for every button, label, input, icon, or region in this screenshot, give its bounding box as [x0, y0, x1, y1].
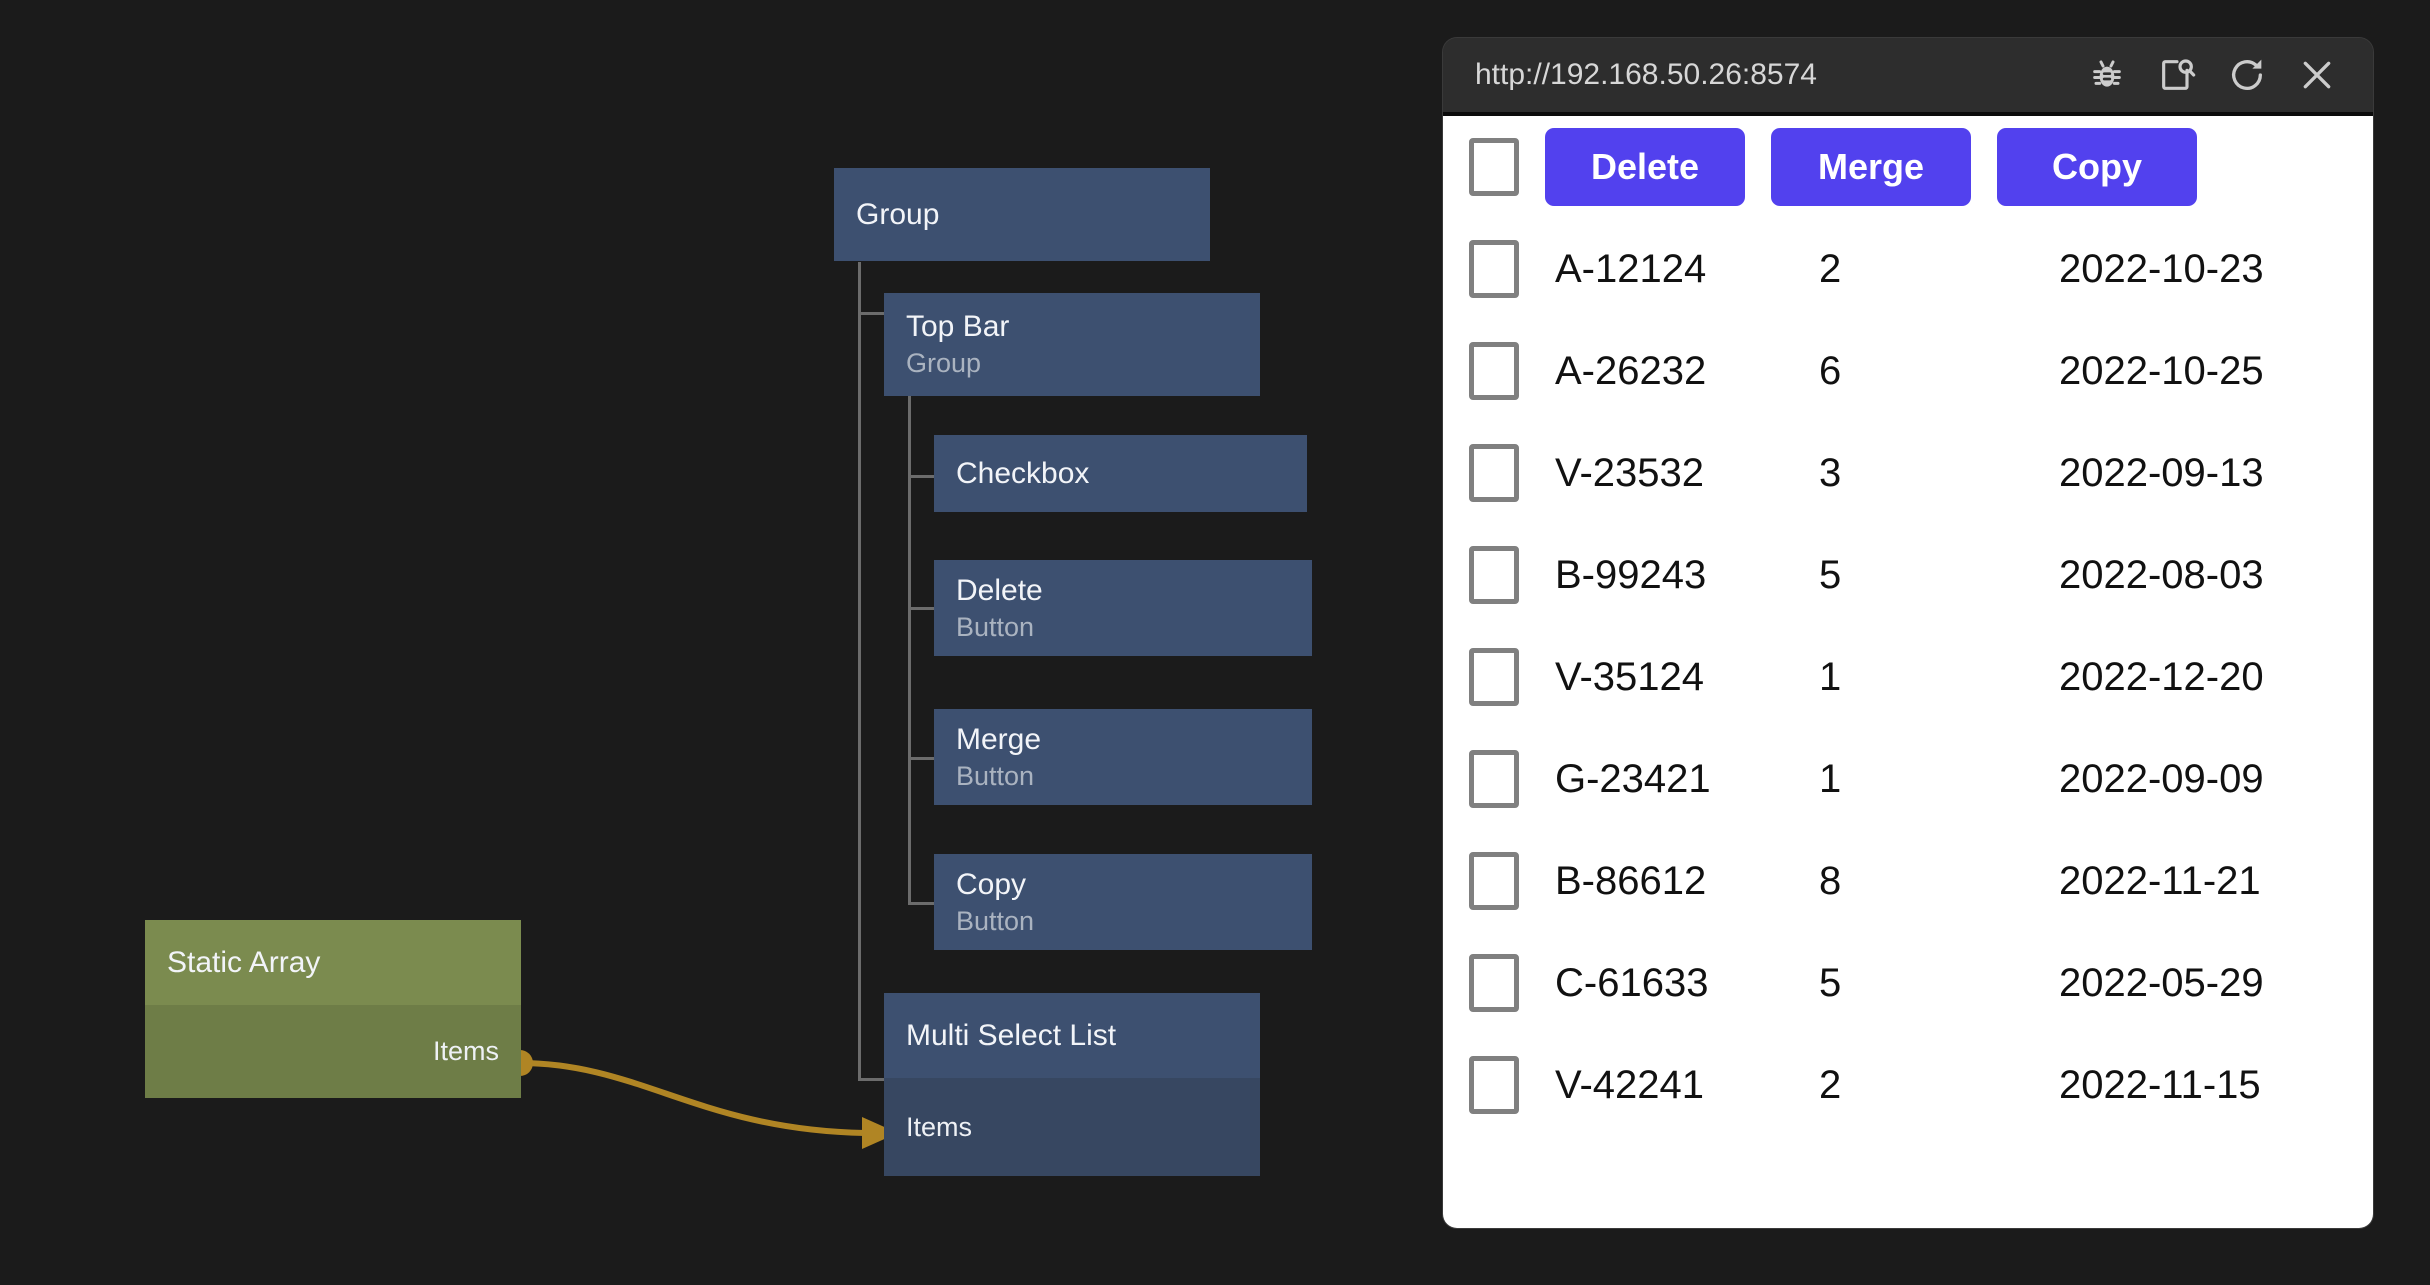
select-all-checkbox[interactable]	[1469, 138, 1519, 196]
node-static-array[interactable]: Static Array Items	[145, 920, 521, 1098]
browser-preview-window: http://192.168.50.26:8574	[1443, 38, 2373, 1228]
node-multi-select-list-title: Multi Select List	[906, 1018, 1117, 1052]
merge-button[interactable]: Merge	[1771, 128, 1971, 206]
node-multi-select-list-ports: Items	[884, 1078, 1260, 1176]
tree-rail-root	[858, 262, 861, 1080]
cell-quantity: 1	[1819, 654, 1842, 699]
node-static-array-title: Static Array	[167, 945, 321, 979]
tree-elbow-delete	[908, 607, 938, 610]
node-delete-title: Delete	[956, 573, 1043, 607]
node-copy-subtitle: Button	[956, 905, 1035, 936]
node-copy-title: Copy	[956, 867, 1027, 901]
inspect-element-icon[interactable]	[2149, 47, 2205, 103]
cell-id: V-23532	[1555, 450, 1705, 495]
row-checkbox[interactable]	[1469, 954, 1519, 1012]
tree-elbow-merge	[908, 757, 938, 760]
browser-titlebar: http://192.168.50.26:8574	[1443, 38, 2373, 116]
row-checkbox[interactable]	[1469, 444, 1519, 502]
node-copy[interactable]: Copy Button	[934, 854, 1312, 950]
node-merge[interactable]: Merge Button	[934, 709, 1312, 805]
row-checkbox[interactable]	[1469, 648, 1519, 706]
close-icon[interactable]	[2289, 47, 2345, 103]
list-item[interactable]: V-35124 1 2022-12-20	[1443, 626, 2373, 728]
tree-elbow-top-bar	[858, 312, 888, 315]
row-checkbox[interactable]	[1469, 546, 1519, 604]
cell-quantity: 5	[1819, 960, 1842, 1005]
list-item[interactable]: B-99243 5 2022-08-03	[1443, 524, 2373, 626]
copy-button[interactable]: Copy	[1997, 128, 2197, 206]
delete-button[interactable]: Delete	[1545, 128, 1745, 206]
list-item[interactable]: A-26232 6 2022-10-25	[1443, 320, 2373, 422]
list-item[interactable]: V-23532 3 2022-09-13	[1443, 422, 2373, 524]
cell-quantity: 8	[1819, 858, 1842, 903]
list-item[interactable]: B-86612 8 2022-11-21	[1443, 830, 2373, 932]
cell-date: 2022-11-15	[2059, 1062, 2261, 1107]
bug-icon[interactable]	[2079, 47, 2135, 103]
node-multi-select-list-header: Multi Select List	[884, 993, 1260, 1078]
cell-id: V-42241	[1555, 1062, 1705, 1107]
port-items-output[interactable]: Items	[432, 1036, 499, 1066]
cell-id: B-99243	[1555, 552, 1707, 597]
tree-elbow-checkbox	[908, 475, 938, 478]
reload-icon[interactable]	[2219, 47, 2275, 103]
cell-quantity: 5	[1819, 552, 1842, 597]
port-items-input[interactable]: Items	[906, 1111, 973, 1142]
list-item[interactable]: C-61633 5 2022-05-29	[1443, 932, 2373, 1034]
cell-quantity: 6	[1819, 348, 1842, 393]
cell-quantity: 1	[1819, 756, 1842, 801]
cell-quantity: 2	[1819, 1062, 1842, 1107]
cell-date: 2022-05-29	[2059, 960, 2264, 1005]
cell-id: G-23421	[1555, 756, 1711, 801]
tree-elbow-copy	[908, 902, 938, 905]
row-checkbox[interactable]	[1469, 1056, 1519, 1114]
node-group[interactable]: Group	[834, 168, 1210, 261]
row-checkbox[interactable]	[1469, 750, 1519, 808]
tree-elbow-multi-select	[858, 1078, 888, 1081]
node-checkbox-title: Checkbox	[956, 456, 1090, 490]
cell-id: B-86612	[1555, 858, 1707, 903]
cell-quantity: 2	[1819, 246, 1842, 291]
node-multi-select-list[interactable]: Multi Select List Items	[884, 993, 1260, 1176]
cell-date: 2022-10-25	[2059, 348, 2264, 393]
cell-id: V-35124	[1555, 654, 1705, 699]
node-delete-subtitle: Button	[956, 611, 1035, 642]
node-merge-subtitle: Button	[956, 760, 1035, 791]
cell-date: 2022-12-20	[2059, 654, 2264, 699]
node-top-bar-title: Top Bar	[906, 310, 1010, 343]
node-group-title: Group	[856, 197, 940, 231]
cell-date: 2022-11-21	[2059, 858, 2261, 903]
node-static-array-header: Static Array	[145, 920, 521, 1005]
cell-date: 2022-09-09	[2059, 756, 2264, 801]
list-item[interactable]: V-42241 2 2022-11-15	[1443, 1034, 2373, 1136]
row-checkbox[interactable]	[1469, 852, 1519, 910]
node-static-array-ports: Items	[145, 1005, 521, 1098]
cell-id: A-26232	[1555, 348, 1707, 393]
row-checkbox[interactable]	[1469, 240, 1519, 298]
tree-rail-top-bar	[908, 370, 911, 905]
cell-date: 2022-08-03	[2059, 552, 2264, 597]
url-text[interactable]: http://192.168.50.26:8574	[1475, 58, 1817, 91]
node-merge-title: Merge	[956, 722, 1042, 756]
page-toolbar: Delete Merge Copy	[1443, 116, 2373, 218]
row-checkbox[interactable]	[1469, 342, 1519, 400]
list-item[interactable]: A-12124 2 2022-10-23	[1443, 218, 2373, 320]
node-top-bar[interactable]: Top Bar Group	[884, 293, 1260, 396]
cell-date: 2022-10-23	[2059, 246, 2264, 291]
node-top-bar-subtitle: Group	[906, 348, 982, 378]
wire-static-array-to-list	[519, 1060, 866, 1136]
cell-id: A-12124	[1555, 246, 1707, 291]
node-checkbox[interactable]: Checkbox	[934, 435, 1307, 512]
cell-id: C-61633	[1555, 960, 1709, 1005]
node-delete[interactable]: Delete Button	[934, 560, 1312, 656]
cell-date: 2022-09-13	[2059, 450, 2264, 495]
list-item[interactable]: G-23421 1 2022-09-09	[1443, 728, 2373, 830]
cell-quantity: 3	[1819, 450, 1842, 495]
